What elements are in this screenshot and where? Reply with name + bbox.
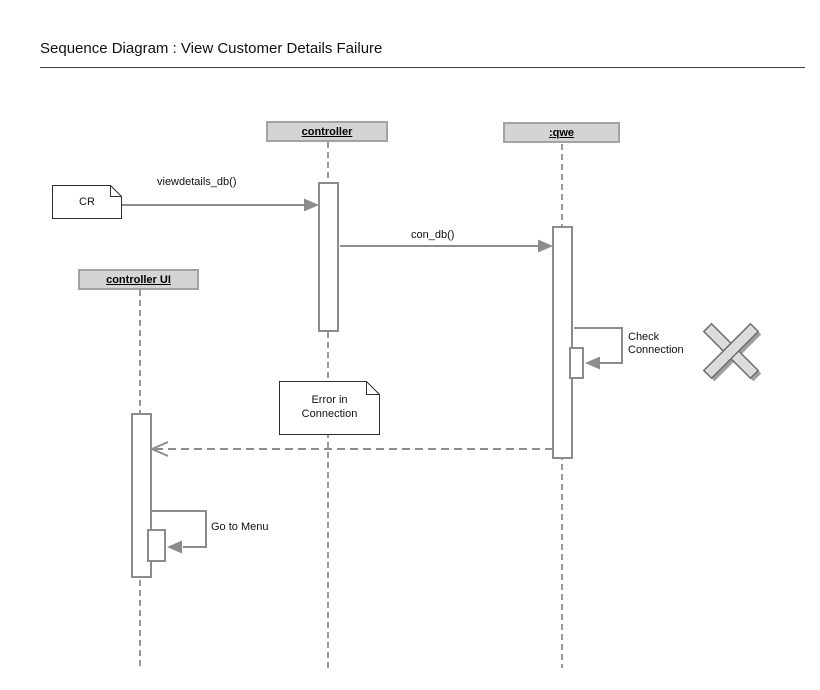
nested-activation-controller-ui [147,529,166,562]
destroy-x-icon [702,322,762,382]
diagram-title: Sequence Diagram : View Customer Details… [40,40,383,57]
activation-controller-ui [131,413,152,578]
activation-qwe [552,226,573,459]
note-error-line1: Error in [311,394,348,406]
lifeline-label-qwe: :qwe [548,126,575,139]
note-error-shape [279,381,380,435]
note-error: Error in Connection [279,381,380,435]
arrowhead-icon [538,239,553,253]
message-viewdetails-arrow [122,198,319,212]
lifeline-label-controller-ui: controller UI [106,273,171,286]
arrowhead-icon [167,540,182,554]
message-check-connection-line2: Connection [628,344,684,356]
note-error-text: Error in Connection [279,393,380,421]
message-check-connection-line1: Check [628,331,660,343]
lifeline-head-qwe: :qwe [503,122,620,143]
message-check-connection-label: Check Connection [628,331,684,357]
lifeline-head-controller-ui: controller UI [78,269,199,290]
arrowhead-icon [304,198,319,212]
note-error-line2: Connection [301,408,358,420]
message-return-arrow [149,441,553,457]
open-arrowhead-icon [149,441,169,457]
activation-controller [318,182,339,332]
nested-activation-qwe [569,347,584,379]
message-viewdetails-label: viewdetails_db() [157,176,237,188]
lifeline-label-controller: controller [301,125,353,138]
message-con-db-label: con_db() [411,229,455,241]
note-cr: CR [52,185,122,219]
lifeline-head-controller: controller [266,121,388,142]
note-cr-shape [52,185,122,219]
title-divider [40,67,805,68]
arrowhead-icon [585,356,600,370]
note-cr-text: CR [79,196,95,208]
message-go-to-menu-label: Go to Menu [211,521,269,533]
